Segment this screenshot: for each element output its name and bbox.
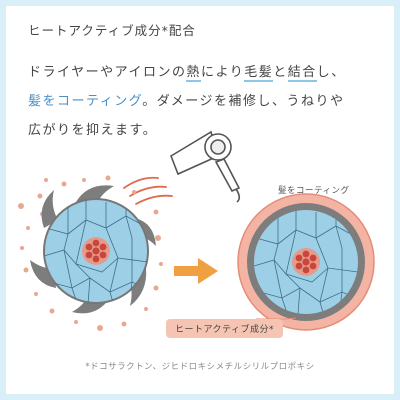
coating-label: 髪をコーティング (278, 186, 350, 196)
damaged-hair-cross-section (43, 198, 149, 304)
underlined-hair: 毛髪 (244, 65, 274, 82)
underlined-heat: 熱 (186, 65, 201, 82)
text-fragment: により (200, 65, 245, 80)
heat-waves-icon (123, 176, 173, 205)
ingredient-badge: ヒートアクティブ成分* (166, 319, 284, 338)
text-fragment: 。ダメージを補修し、うねりや (142, 94, 345, 109)
coated-hair-cross-section (237, 193, 375, 331)
underlined-bond: 結合 (287, 65, 317, 82)
arrow-right-icon (174, 258, 218, 284)
description-line-3: 広がりを抑えます。 (28, 123, 158, 138)
hair-dryer-icon (170, 130, 241, 203)
footnote: *ドコサラクトン、ジヒドロキシメチルシリルプロポキシ (85, 362, 315, 372)
text-fragment: ドライヤーやアイロンの (28, 65, 187, 80)
description: ドライヤーやアイロンの熱により毛髪と結合し、 髪をコーティング。ダメージを補修し… (28, 58, 388, 145)
heading: ヒートアクティブ成分*配合 (28, 23, 196, 38)
text-fragment: と (273, 65, 288, 80)
description-line-2: 髪をコーティング。ダメージを補修し、うねりや (28, 87, 388, 116)
description-line-1: ドライヤーやアイロンの熱により毛髪と結合し、 (28, 58, 388, 87)
hair-coating-diagram (18, 130, 375, 331)
text-fragment: し、 (316, 65, 346, 80)
ingredient-particles (18, 175, 163, 331)
accent-coating-text: 髪をコーティング (28, 94, 143, 109)
